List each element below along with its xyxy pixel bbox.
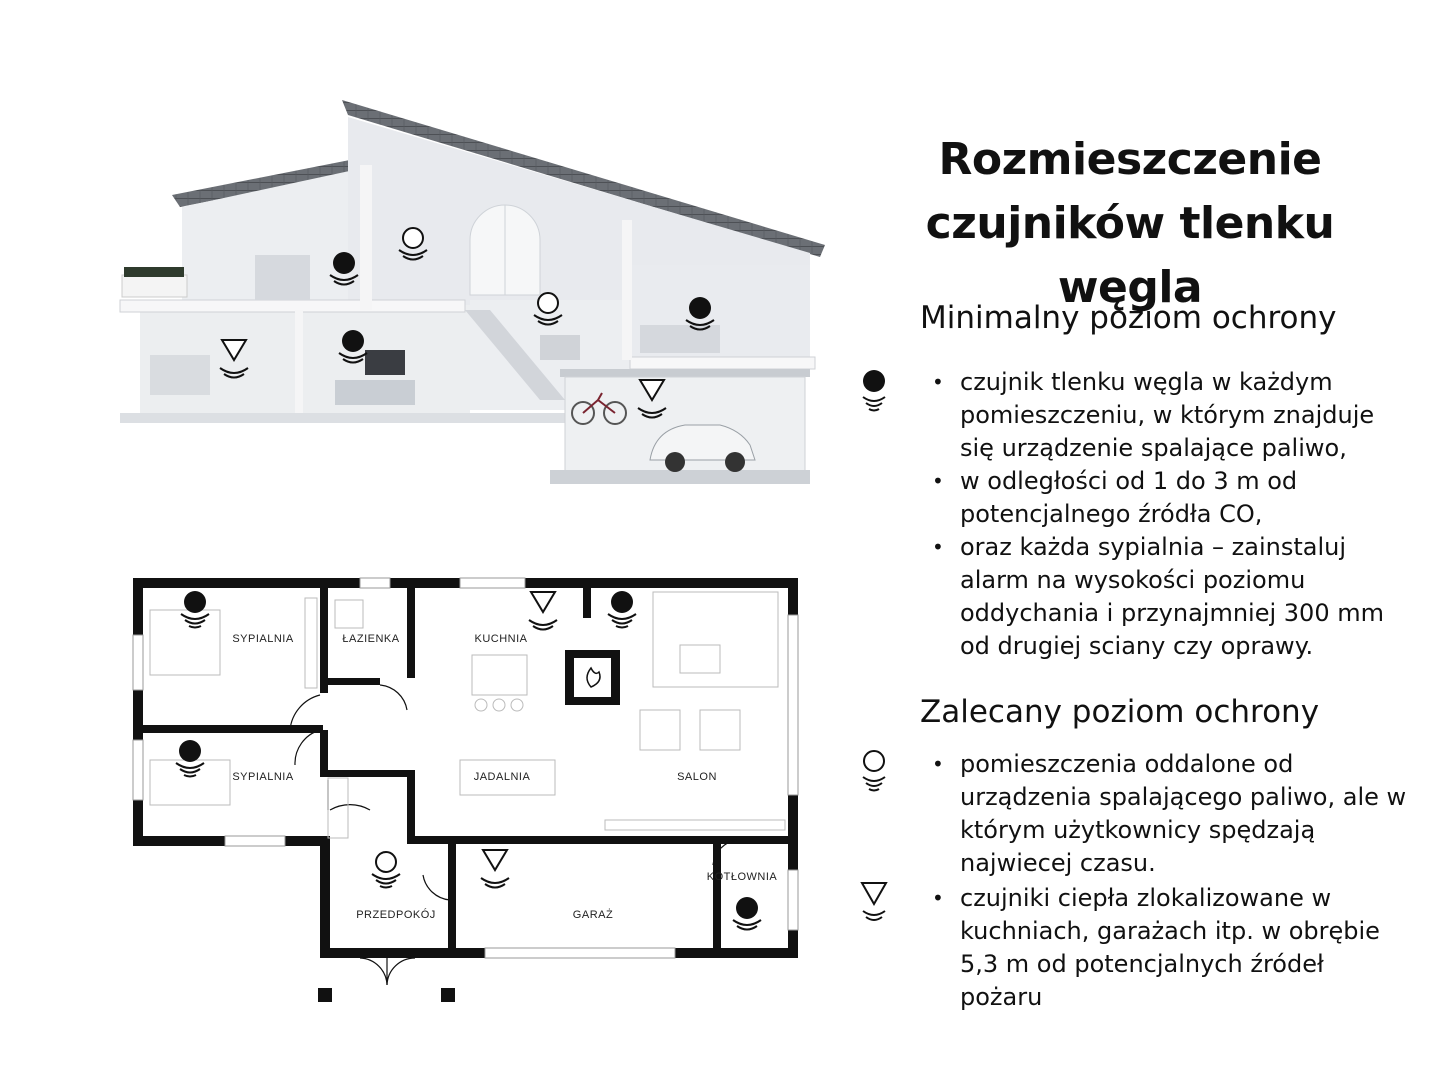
- house-sensor-co-outline: [533, 292, 563, 326]
- room-label-garaz: GARAŻ: [573, 908, 613, 921]
- plan-sensor-heat: [480, 849, 510, 889]
- plan-sensor-heat: [528, 591, 558, 631]
- recommended-bullet: czujniki ciepła zlokalizowane w kuchniac…: [930, 882, 1410, 1014]
- page-title: Rozmieszczenie czujników tlenku węgla: [850, 128, 1410, 320]
- room-label-jadalnia: JADALNIA: [474, 771, 531, 783]
- minimal-list: czujnik tlenku węgla w każdym pomieszcze…: [930, 366, 1400, 663]
- triangle-sensor-icon: [860, 882, 888, 921]
- house-sensor-co-outline: [398, 227, 428, 261]
- room-label-kotlownia: KOTŁOWNIA: [707, 871, 778, 883]
- minimal-bullet: w odległości od 1 do 3 m od potencjalneg…: [930, 465, 1400, 531]
- plan-sensor-co-filled: [607, 591, 637, 629]
- recommended-list: pomieszczenia oddalone od urządzenia spa…: [930, 748, 1410, 1014]
- plan-sensor-co-filled: [175, 740, 205, 778]
- plan-sensor-co-filled: [180, 591, 210, 629]
- recommended-heading: Zalecany poziom ochrony: [920, 694, 1320, 730]
- house-sensor-heat: [637, 379, 667, 419]
- title-line-2: czujników tlenku węgla: [925, 198, 1335, 313]
- outline-circle-sensor-icon: [862, 750, 886, 792]
- minimal-bullet: czujnik tlenku węgla w każdym pomieszcze…: [930, 366, 1400, 465]
- recommended-bullet: pomieszczenia oddalone od urządzenia spa…: [930, 748, 1410, 880]
- room-label-sypialnia: SYPIALNIA: [232, 633, 294, 645]
- plan-sensor-co-filled: [732, 897, 762, 931]
- house-cross-section: [119, 100, 825, 484]
- house-sensor-co-filled: [338, 330, 368, 364]
- filled-circle-sensor-icon: [862, 370, 886, 412]
- room-label-sypialnia: SYPIALNIA: [232, 771, 294, 783]
- minimal-heading: Minimalny poziom ochrony: [920, 300, 1337, 336]
- minimal-bullet: oraz każda sypialnia – zainstaluj alarm …: [930, 531, 1400, 663]
- room-label-kuchnia: KUCHNIA: [474, 633, 527, 645]
- house-sensor-co-filled: [685, 297, 715, 331]
- room-label-przedpokoj: PRZEDPOKÓJ: [356, 908, 436, 921]
- floor-plan: SYPIALNIA ŁAZIENKA KUCHNIA SYPIALNIA JAD…: [132, 577, 799, 1002]
- house-sensor-co-filled: [329, 252, 359, 286]
- title-line-1: Rozmieszczenie: [938, 134, 1322, 185]
- room-label-salon: SALON: [677, 771, 717, 783]
- plan-sensor-co-outline: [371, 851, 401, 889]
- room-label-lazienka: ŁAZIENKA: [342, 633, 399, 645]
- house-sensor-heat: [219, 339, 249, 379]
